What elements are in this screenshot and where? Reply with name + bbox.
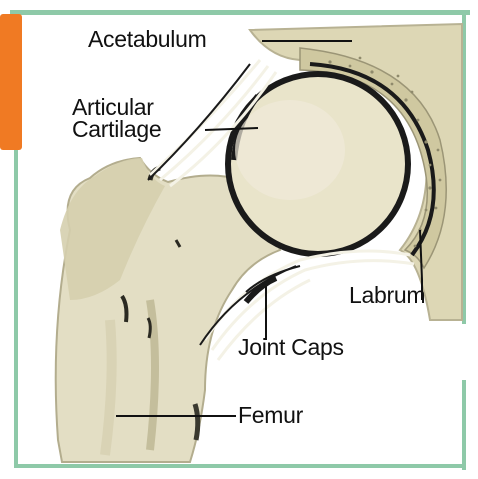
label-acetabulum: Acetabulum	[88, 28, 206, 50]
orange-tab-accent	[0, 14, 22, 150]
label-articular-line2: Cartilage	[72, 118, 208, 140]
label-femur: Femur	[238, 404, 303, 426]
label-labrum: Labrum	[349, 284, 425, 306]
label-articular-line1: Articular	[72, 96, 208, 118]
label-articular-cartilage: Articular Cartilage	[72, 96, 208, 140]
label-joint-capsule: Joint Caps	[238, 336, 344, 358]
